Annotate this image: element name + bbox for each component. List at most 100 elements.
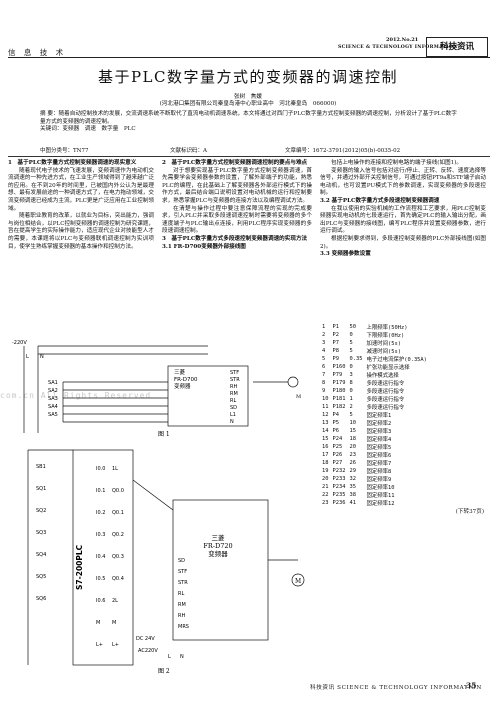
table-cell: 16 bbox=[322, 444, 329, 450]
table-cell: 固定频率8 bbox=[366, 469, 392, 475]
table-cell: 0 bbox=[349, 388, 353, 394]
table-cell: 20 bbox=[349, 444, 356, 450]
fig2-inv-port-sd: SD bbox=[178, 558, 185, 564]
table-cell: 扩张功能显示选择 bbox=[366, 365, 410, 371]
table-cell: 10 bbox=[349, 420, 356, 426]
table-cell: 多段速运行指令 bbox=[366, 381, 405, 387]
fig2-plc-in-label: I0.4 bbox=[96, 554, 105, 560]
fig2-input-sq2: SQ2 bbox=[36, 508, 46, 514]
table-cell: P233 bbox=[332, 476, 346, 482]
table-cell: 加速时间(5s) bbox=[366, 341, 402, 347]
table-cell: 1 bbox=[322, 324, 326, 330]
table-cell: P179 bbox=[332, 380, 346, 386]
table-cell: 20 bbox=[322, 476, 329, 482]
paragraph: 在清楚与操作过程中要注意保障流程的实现的完成要求，引入PLC并采取多段速调速控制… bbox=[162, 205, 312, 235]
table-cell: 固定频率4 bbox=[366, 437, 392, 443]
fig1-bus-l: L bbox=[26, 354, 29, 360]
paragraph: 根据控制要求得到，多段速控制变频器的PLC外部接线图(如图2)。 bbox=[320, 235, 486, 250]
fig2-inv-port-mrs: MRS bbox=[178, 624, 189, 630]
paragraph: 对于想要实现基于PLC数字量方式控制变频器调速，首先需要学会变频器参数的设置，了… bbox=[162, 167, 312, 204]
table-cell: P6 bbox=[332, 428, 340, 434]
table-cell: 固定频率5 bbox=[366, 445, 392, 451]
abstract-block: 摘 要：随着自动控制技术的发展，交流调速系统不断取代了直流电动机调速系统，本文将… bbox=[40, 111, 460, 134]
keywords: 关键词：变频器 调速 数字量 PLC bbox=[40, 126, 136, 133]
fig1-port-rl: RL bbox=[230, 398, 236, 404]
fig1-port-rh: RH bbox=[230, 384, 237, 390]
fig1-switch-sa4: SA4 bbox=[48, 404, 58, 410]
table-cell: P8 bbox=[332, 348, 340, 354]
table-cell: 21 bbox=[322, 484, 329, 490]
table-cell: 14 bbox=[322, 428, 329, 434]
column-3: 包括上电操作的连接和控制电路的端子接线(如图1)。变频器的输入信号包括对运行/停… bbox=[320, 160, 486, 259]
table-cell: 22 bbox=[322, 492, 329, 498]
fig2-inv-port-rm: RM bbox=[178, 602, 186, 608]
fig2-ac-supply: AC220V bbox=[138, 648, 158, 654]
fig2-plc-in-label: M bbox=[96, 620, 100, 626]
fig2-supply-l: L bbox=[168, 654, 171, 660]
table-cell: P25 bbox=[332, 444, 343, 450]
table-cell: 12 bbox=[322, 412, 329, 418]
section-heading: 3.1 FR-D700变频器外部接线图 bbox=[162, 243, 246, 250]
table-cell: 电子过电流保护(0.35A) bbox=[366, 357, 427, 363]
fig2-inv-port-rl: RL bbox=[178, 591, 184, 597]
table-cell: P1 bbox=[332, 324, 340, 330]
table-cell: 减速时间(5s) bbox=[366, 349, 402, 355]
paragraph: 随着职业教育的改革，以就业为目标，突出能力，强调与岗位相结合，以PLC控制变频器… bbox=[8, 213, 155, 250]
authors: 张树 焦媛 bbox=[234, 94, 262, 100]
metadata-line: 中图分类号：TN77 文献标识码：A 文章编号：1672-3791(2012)0… bbox=[40, 146, 460, 154]
table-cell: 5 bbox=[349, 412, 353, 418]
table-cell: P4 bbox=[332, 412, 340, 418]
table-cell: 10 bbox=[322, 396, 329, 402]
column-2: 2 基于PLC数字量方式控制变频器调速控制的要点与难点对于想要实现基于PLC数字… bbox=[162, 160, 312, 251]
paragraph: 随着现代电子技术的飞速发展，变频调速作为电动机交流调速的一种先进方式，在工业生产… bbox=[8, 167, 155, 212]
column-1: 1 基于PLC数字量方式控制变频器调速的现实意义随着现代电子技术的飞速发展，变频… bbox=[8, 160, 154, 251]
section-heading: 2 基于PLC数字量方式控制变频器调速控制的要点与难点 bbox=[162, 160, 308, 166]
fig1-bus-n: N bbox=[40, 354, 44, 360]
table-cell: 38 bbox=[349, 492, 356, 498]
table-cell: 固定频率1 bbox=[366, 413, 392, 419]
fig2-motor-label: M bbox=[295, 578, 301, 585]
fig2-plc-out-label: M bbox=[112, 620, 116, 626]
plc-label: S7-200PLC bbox=[75, 544, 84, 590]
fig2-supply-n: N bbox=[180, 654, 184, 660]
table-cell: 3 bbox=[349, 372, 353, 378]
section-heading: 3.3 变频器参数设置 bbox=[320, 251, 371, 258]
table-cell: 8 bbox=[322, 380, 326, 386]
fig1-switch-sa2: SA2 bbox=[48, 388, 58, 394]
fig1-port-l1: L1 bbox=[230, 412, 236, 418]
table-cell: 8 bbox=[349, 380, 353, 386]
section-heading: 3.2 基于PLC数字量方式多段速控制变频器调速 bbox=[320, 197, 440, 204]
abstract-text: 摘 要：随着自动控制技术的发展，交流调速系统不断取代了直流电动机调速系统，本文将… bbox=[40, 111, 457, 125]
table-cell: 18 bbox=[322, 460, 329, 466]
table-cell: P235 bbox=[332, 492, 346, 498]
fig2-plc-in-label: I0.0 bbox=[96, 466, 105, 472]
fig1-port-rm: RM bbox=[230, 391, 238, 397]
fig2-input-sq1: SQ1 bbox=[36, 486, 46, 492]
section-heading: 3 基于PLC数字量方式多段速控制变频器调速的实现方法 bbox=[162, 235, 308, 242]
table-cell: P27 bbox=[332, 460, 343, 466]
table-cell: 5 bbox=[349, 348, 353, 354]
table-cell: 多段速运行指令 bbox=[366, 405, 405, 411]
table-cell: P9 bbox=[332, 356, 340, 362]
table-cell: 固定频率6 bbox=[366, 453, 392, 459]
fig2-plc-out-label: L+ bbox=[112, 642, 119, 648]
table-cell: P24 bbox=[332, 436, 343, 442]
fig2-inv-port-stf: STF bbox=[178, 569, 187, 575]
table-cell: 2 bbox=[349, 404, 353, 410]
paragraph: 变频器的输入信号包括对运行/停止、正转、反转、速度选择等信号，并通过外部开关控制… bbox=[320, 167, 486, 197]
